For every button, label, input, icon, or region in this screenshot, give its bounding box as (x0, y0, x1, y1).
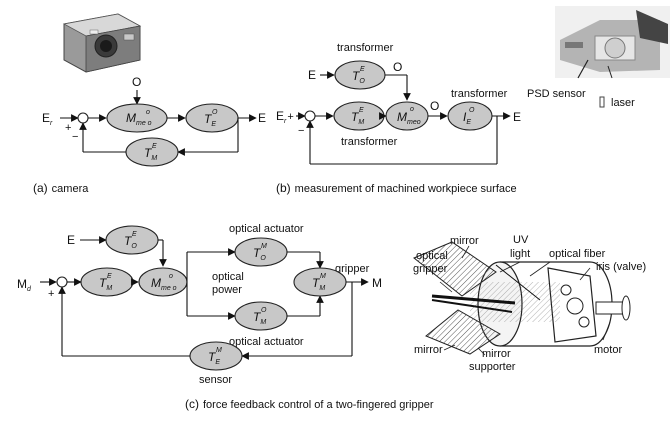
svg-text:O: O (469, 107, 475, 114)
caption-a: (a)camera (33, 181, 89, 195)
camera-illustration (64, 14, 140, 72)
g-uv: UV (513, 234, 529, 246)
svg-text:o: o (169, 273, 173, 280)
signal-E-a: E (258, 111, 266, 125)
b-transformer-right: transformer (451, 88, 508, 100)
g-mirror-top: mirror (450, 235, 479, 247)
block-a-meo (107, 104, 167, 132)
svg-text:M: M (216, 347, 222, 354)
svg-text:E: E (359, 107, 364, 114)
svg-text:E: E (132, 231, 137, 238)
c-optical: optical (212, 271, 244, 283)
svg-text:o: o (146, 109, 150, 116)
summing-junction-a (78, 113, 88, 123)
laser-label: laser (611, 97, 635, 109)
c-optical-actuator-top: optical actuator (229, 223, 304, 235)
signal-O-b2: O (430, 99, 439, 113)
signal-E-c: E (67, 233, 75, 247)
signal-O-a: O (132, 75, 141, 89)
g-optical-fiber: optical fiber (549, 248, 606, 260)
psd-photo (555, 6, 670, 78)
g-motor: motor (594, 344, 622, 356)
c-power: power (212, 284, 242, 296)
svg-text:o: o (410, 106, 414, 113)
g-optical: optical (416, 250, 448, 262)
c-optical-actuator-bottom: optical actuator (229, 336, 304, 348)
svg-text:O: O (261, 307, 267, 314)
laser-icon (600, 97, 604, 107)
g-supporter: supporter (469, 361, 516, 373)
signal-O-b: O (393, 60, 402, 74)
svg-text:M: M (320, 273, 326, 280)
sum-plus-a: + (65, 122, 71, 134)
sum-minus-a: − (72, 131, 78, 143)
diagram-a: O Er + − Mme o o TE O E TM E (a)camera (33, 75, 266, 195)
caption-c: (c)force feedback control of a two-finge… (185, 397, 434, 411)
summing-junction-b (305, 111, 315, 121)
psd-sensor-label: PSD sensor (527, 88, 586, 100)
g-light: light (510, 248, 530, 260)
g-mirror-bottom: mirror (414, 344, 443, 356)
svg-text:O: O (212, 109, 218, 116)
signal-Md: Md (17, 277, 32, 293)
caption-b: (b)measurement of machined workpiece sur… (276, 181, 517, 195)
summing-junction-c (57, 277, 67, 287)
g-mirror2: mirror (482, 348, 511, 360)
c-sensor: sensor (199, 374, 232, 386)
g-gripper: gripper (413, 263, 448, 275)
svg-text:E: E (152, 143, 157, 150)
diagram-c: E TO E Md + TM E Mme o o optical actuato… (17, 223, 434, 411)
signal-Er-b: Er+ (276, 109, 294, 125)
signal-Er-a: Er (42, 111, 53, 127)
diagram-b: transformer E TO E O Er+ − TM E Mmeo o t… (276, 42, 521, 195)
sum-minus-b: − (298, 125, 304, 137)
svg-text:M: M (261, 243, 267, 250)
b-transformer-top: transformer (337, 42, 394, 54)
signal-E-b-in: E (308, 68, 316, 82)
sum-plus-c: + (48, 288, 54, 300)
g-iris: iris (valve) (596, 261, 646, 273)
signal-M-c: M (372, 276, 382, 290)
svg-text:E: E (107, 273, 112, 280)
svg-text:E: E (360, 66, 365, 73)
signal-E-b-out: E (513, 110, 521, 124)
b-transformer-bottom: transformer (341, 136, 398, 148)
